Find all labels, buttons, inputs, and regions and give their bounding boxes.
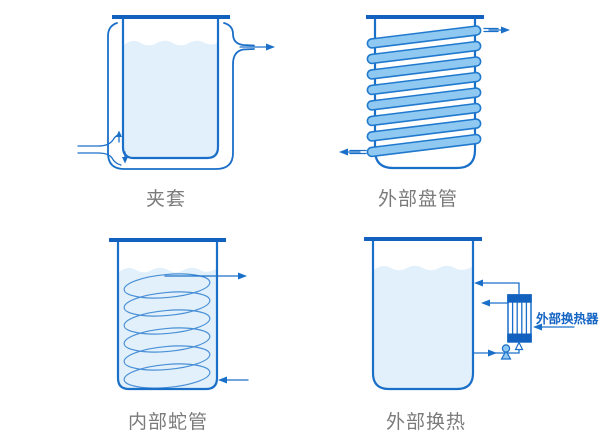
vessel-outline bbox=[373, 17, 477, 170]
jacket-outlet-upper-edge bbox=[223, 22, 255, 47]
coil-outlet-arrow-icon bbox=[501, 26, 510, 34]
vessel-outline bbox=[121, 17, 220, 160]
internal-coil-spiral bbox=[123, 273, 211, 389]
circulation-line bbox=[472, 348, 520, 354]
exchanger-inlet-arrow-icon bbox=[533, 323, 542, 331]
liquid-fill bbox=[374, 265, 472, 388]
inlet-pipe-lower bbox=[77, 152, 122, 166]
circulation-arrow-icon bbox=[488, 349, 497, 357]
exchanger-outlet-arrow-icon bbox=[481, 299, 490, 307]
inlet-pipe-upper bbox=[77, 134, 119, 147]
return-arrow-icon bbox=[474, 279, 483, 287]
external-exchanger-drawing: 外部换热器 bbox=[364, 237, 599, 391]
coil-inlet-arrow-icon bbox=[218, 376, 227, 384]
vessel-outline bbox=[116, 240, 219, 391]
external-coil-drawing bbox=[339, 15, 510, 170]
return-line bbox=[482, 282, 520, 296]
internal-coil-drawing bbox=[109, 238, 249, 391]
external-exchanger-annotation: 外部换热器 bbox=[535, 311, 599, 326]
pump-icon bbox=[500, 344, 512, 360]
jacket-up-arrow-icon bbox=[116, 130, 122, 137]
external-coil-label: 外部盘管 bbox=[377, 188, 459, 210]
outlet-arrow-icon bbox=[266, 43, 275, 51]
jacket-vessel-drawing bbox=[77, 15, 275, 170]
heat-exchanger-unit bbox=[507, 294, 532, 343]
external-coil-diagram: 外部盘管 bbox=[300, 0, 600, 222]
coil-outlet-arrow-icon bbox=[238, 272, 247, 280]
jacket-shell bbox=[107, 22, 255, 170]
external-exchanger-diagram: 外部换热器 外部换热 bbox=[300, 222, 600, 445]
jacket-down-arrow-icon bbox=[122, 157, 128, 164]
jacket-diagram: 夹套 bbox=[0, 0, 300, 222]
vessel-outline bbox=[371, 239, 475, 391]
external-coil-tubes bbox=[366, 25, 482, 158]
internal-coil-diagram: 内部蛇管 bbox=[0, 222, 300, 445]
exchanger-feed-up-arrow-icon bbox=[514, 341, 524, 351]
external-exchange-label: 外部换热 bbox=[385, 411, 467, 433]
liquid-fill bbox=[124, 40, 217, 157]
jacket-label: 夹套 bbox=[145, 188, 187, 210]
coil-inlet-arrow-icon bbox=[339, 148, 348, 156]
internal-coil-label: 内部蛇管 bbox=[127, 411, 209, 433]
